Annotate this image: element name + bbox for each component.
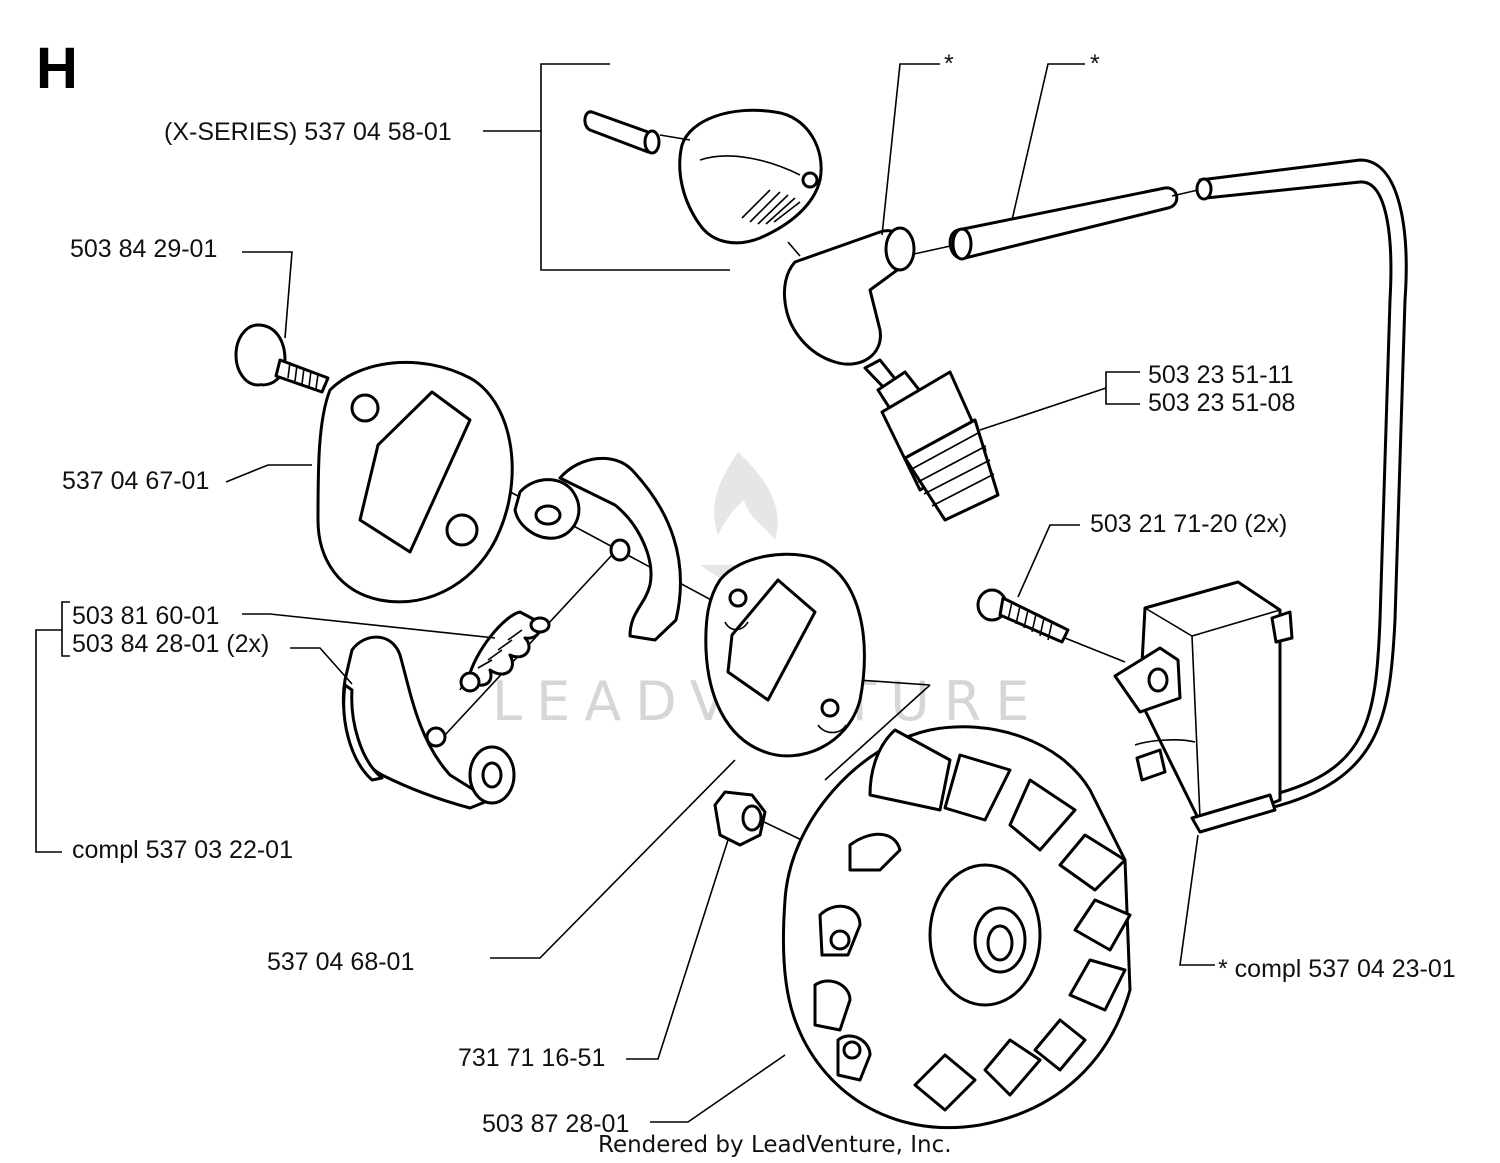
shoulder-bolt [234, 323, 330, 394]
washer-plate [704, 552, 866, 758]
flywheel [781, 725, 1132, 1130]
label-plug-b: 503 23 51-08 [1148, 389, 1295, 417]
label-spring: 503 81 60-01 [72, 602, 219, 630]
section-letter: H [36, 36, 78, 101]
label-flywheel: 503 87 28-01 [482, 1110, 629, 1138]
label-plug-a: 503 23 51-11 [1148, 361, 1294, 389]
clutch-spring [459, 610, 551, 693]
ignition-lead-tube [948, 186, 1199, 261]
clutch-shoe-lower [341, 635, 516, 810]
label-shoe: 503 84 28-01 (2x) [72, 630, 269, 658]
label-plate: 537 04 67-01 [62, 467, 209, 495]
label-star-cap: * [944, 50, 954, 78]
ignition-module [1113, 580, 1294, 834]
label-washer-plate: 537 04 68-01 [267, 948, 414, 976]
label-bolt: 503 84 29-01 [70, 235, 217, 263]
module-screw [976, 588, 1070, 644]
clutch-shoe-upper [513, 456, 682, 642]
spark-plug-boot [782, 226, 956, 366]
clutch-plate [316, 360, 514, 604]
cover-pin [583, 110, 691, 155]
label-nut: 731 71 16-51 [458, 1044, 605, 1072]
label-cover: (X-SERIES) 537 04 58-01 [164, 118, 452, 146]
label-screw: 503 21 71-20 (2x) [1090, 510, 1287, 538]
label-star-tube: * [1090, 50, 1100, 78]
flywheel-nut [713, 790, 767, 847]
ignition-cover [678, 108, 823, 245]
leader-lines [35, 63, 1215, 1123]
label-coil-compl: * compl 537 04 23-01 [1218, 955, 1456, 983]
spark-plug [863, 358, 1000, 522]
label-clutch-compl: compl 537 03 22-01 [72, 836, 293, 864]
credit-line: Rendered by LeadVenture, Inc. [598, 1132, 952, 1158]
